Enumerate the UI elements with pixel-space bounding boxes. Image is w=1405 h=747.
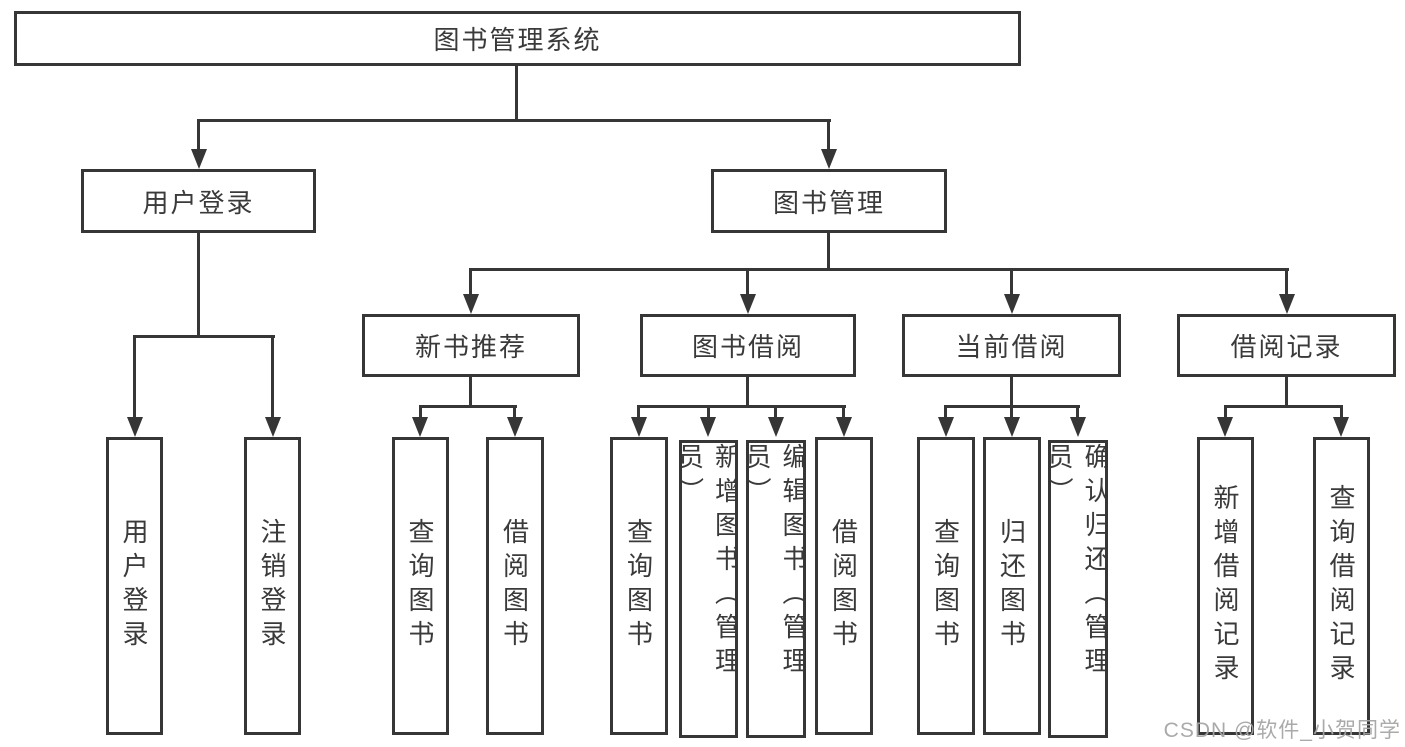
connector-g2-shaft-3 bbox=[774, 405, 777, 419]
connector-userlogin-drop bbox=[197, 233, 200, 338]
arrowhead-down-login bbox=[127, 417, 143, 437]
node-leaf-logout: 注销登录 bbox=[244, 437, 301, 735]
connector-user-shaft bbox=[197, 119, 200, 151]
arrowhead-down-g3-2 bbox=[1004, 417, 1020, 437]
connector-level2-rail bbox=[469, 268, 1289, 271]
node-leaf-borrow-book-1: 借阅图书 bbox=[486, 437, 544, 735]
watermark-text: CSDN @软件_小贺同学 bbox=[1163, 719, 1401, 742]
arrowhead-down-logout bbox=[265, 417, 281, 437]
node-root: 图书管理系统 bbox=[14, 11, 1021, 66]
connector-records-shaft bbox=[1285, 268, 1288, 296]
arrowhead-down-records bbox=[1279, 294, 1295, 314]
node-user-login: 用户登录 bbox=[81, 169, 316, 233]
connector-g4-drop bbox=[1285, 377, 1288, 408]
connector-borrow-shaft bbox=[746, 268, 749, 296]
arrowhead-down-g4-1 bbox=[1217, 417, 1233, 437]
connector-g1-shaft-2 bbox=[513, 405, 516, 419]
connector-bookmgmt-drop bbox=[827, 233, 830, 271]
connector-current-shaft bbox=[1010, 268, 1013, 296]
connector-userlogin-shaft-2 bbox=[271, 335, 274, 419]
arrowhead-down-newbook bbox=[463, 294, 479, 314]
arrowhead-down-g2-2 bbox=[700, 417, 716, 437]
node-leaf-user-login: 用户登录 bbox=[106, 437, 163, 735]
connector-userlogin-rail bbox=[133, 335, 275, 338]
arrowhead-down-g3-3 bbox=[1070, 417, 1086, 437]
arrowhead-down-user bbox=[191, 149, 207, 169]
connector-g2-shaft-4 bbox=[842, 405, 845, 419]
connector-g3-shaft-2 bbox=[1010, 405, 1013, 419]
connector-newbook-shaft bbox=[469, 268, 472, 296]
connector-g1-rail bbox=[419, 405, 517, 408]
node-current-borrow: 当前借阅 bbox=[902, 314, 1121, 377]
node-new-book-recommend: 新书推荐 bbox=[362, 314, 580, 377]
arrowhead-down-borrow bbox=[740, 294, 756, 314]
node-leaf-borrow-book-2: 借阅图书 bbox=[815, 437, 873, 735]
connector-g2-drop bbox=[746, 377, 749, 408]
arrowhead-down-g4-2 bbox=[1333, 417, 1349, 437]
connector-g1-shaft-1 bbox=[419, 405, 422, 419]
node-borrow-records: 借阅记录 bbox=[1177, 314, 1396, 377]
node-leaf-query-book-1: 查询图书 bbox=[392, 437, 449, 735]
node-leaf-query-borrow-record: 查询借阅记录 bbox=[1313, 437, 1370, 735]
connector-g4-rail bbox=[1224, 405, 1343, 408]
arrowhead-down-g2-1 bbox=[631, 417, 647, 437]
node-leaf-return-book: 归还图书 bbox=[983, 437, 1041, 735]
connector-userlogin-shaft-1 bbox=[133, 335, 136, 419]
connector-g2-rail bbox=[637, 405, 846, 408]
arrowhead-down-g2-4 bbox=[836, 417, 852, 437]
connector-level1-rail bbox=[197, 119, 831, 122]
connector-g3-shaft-3 bbox=[1076, 405, 1079, 419]
arrowhead-down-book bbox=[821, 149, 837, 169]
connector-g1-drop bbox=[469, 377, 472, 408]
connector-g2-shaft-2 bbox=[707, 405, 710, 419]
arrowhead-down-current bbox=[1004, 294, 1020, 314]
arrowhead-down-g1-1 bbox=[412, 417, 428, 437]
node-leaf-add-book-admin: 新增图书（管理员） bbox=[679, 440, 738, 738]
connector-g4-shaft-2 bbox=[1340, 405, 1343, 419]
connector-g2-shaft-1 bbox=[637, 405, 640, 419]
node-book-borrow: 图书借阅 bbox=[640, 314, 856, 377]
node-leaf-confirm-return-admin: 确认归还（管理员） bbox=[1048, 440, 1108, 738]
node-leaf-edit-book-admin: 编辑图书（管理员） bbox=[746, 440, 806, 738]
arrowhead-down-g2-3 bbox=[768, 417, 784, 437]
arrowhead-down-g3-1 bbox=[938, 417, 954, 437]
node-leaf-query-book-2: 查询图书 bbox=[610, 437, 668, 735]
node-leaf-add-borrow-record: 新增借阅记录 bbox=[1197, 437, 1254, 735]
connector-g3-drop bbox=[1010, 377, 1013, 408]
connector-root-drop bbox=[515, 66, 518, 122]
arrowhead-down-g1-2 bbox=[507, 417, 523, 437]
node-leaf-query-book-3: 查询图书 bbox=[917, 437, 975, 735]
connector-book-shaft bbox=[827, 119, 830, 151]
connector-g4-shaft-1 bbox=[1224, 405, 1227, 419]
connector-g3-shaft-1 bbox=[944, 405, 947, 419]
node-book-management: 图书管理 bbox=[711, 169, 947, 233]
